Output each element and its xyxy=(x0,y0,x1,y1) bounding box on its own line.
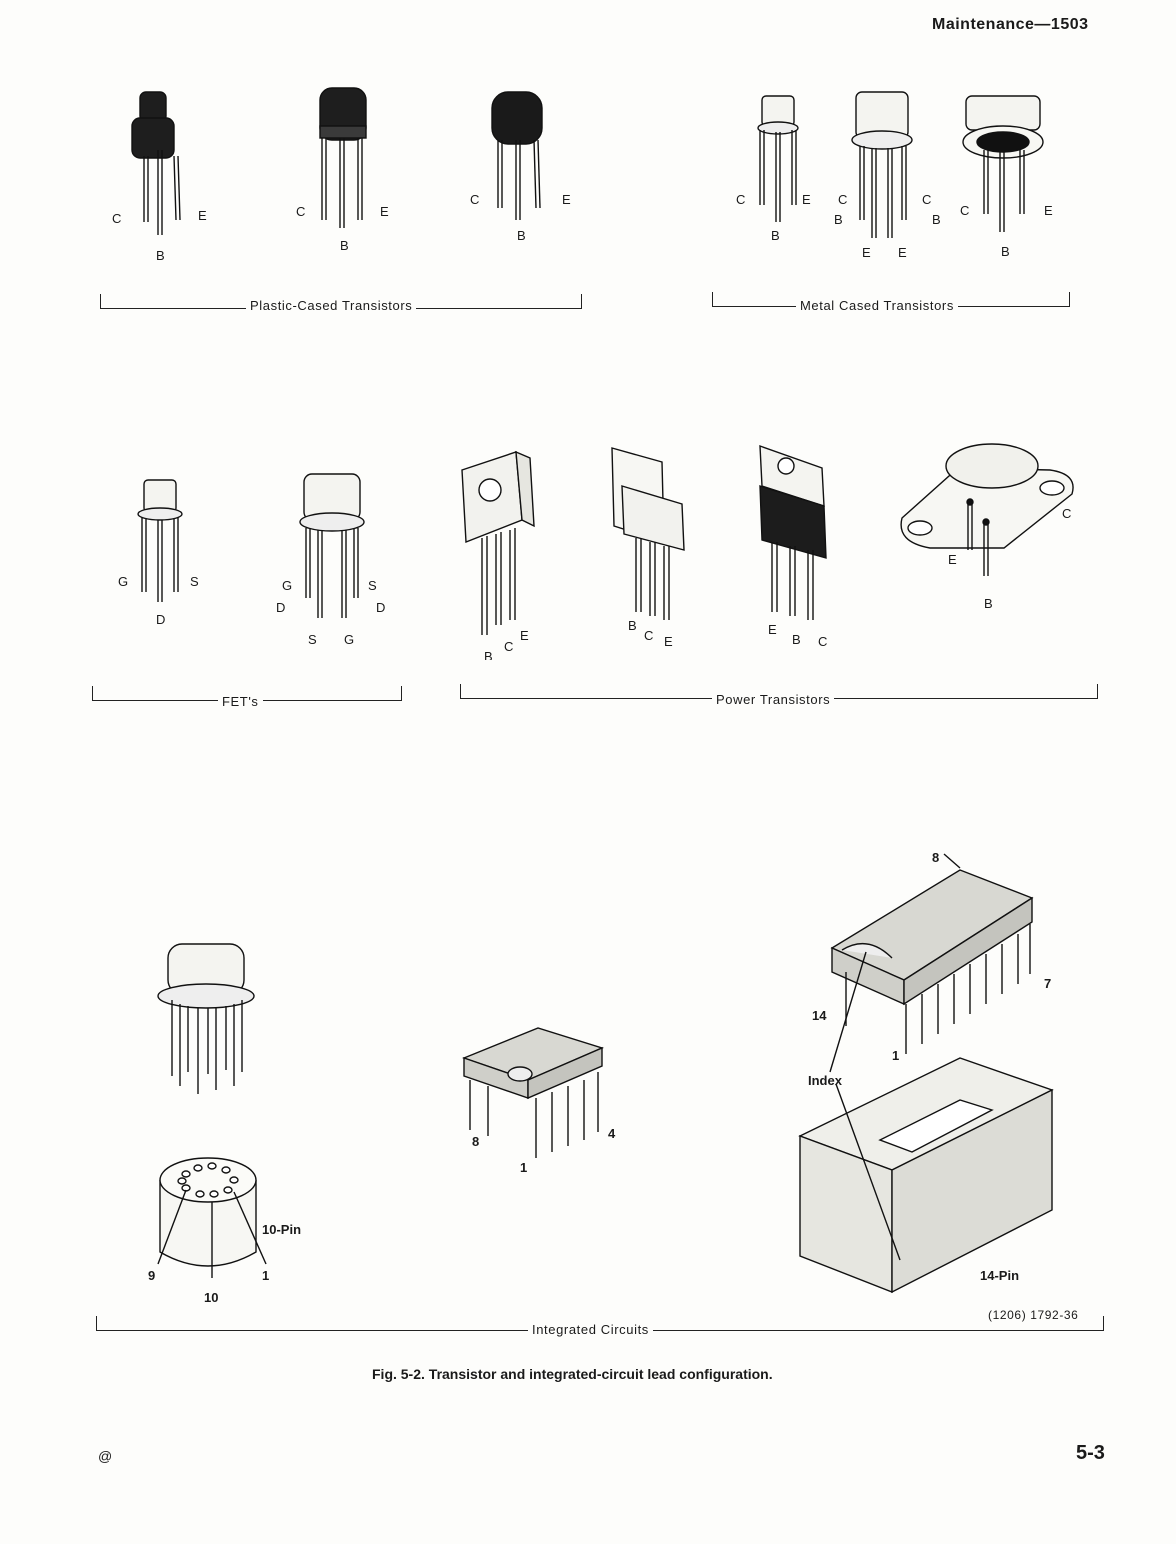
fet-1 xyxy=(137,479,183,602)
ic-14pin-socket xyxy=(798,1057,1054,1294)
m2-lead-b2: B xyxy=(932,212,941,227)
index-label: Index xyxy=(808,1073,843,1088)
figure-code: (1206) 1792-36 xyxy=(988,1308,1079,1322)
plastic-transistor-3 xyxy=(491,91,543,220)
p1-lead-e: E xyxy=(198,208,207,223)
metal-transistor-2 xyxy=(851,91,913,238)
p1-lead-b: B xyxy=(156,248,165,263)
dip14-pin-8: 8 xyxy=(932,850,939,865)
f1-lead-d: D xyxy=(156,612,165,627)
pw1-lead-b: B xyxy=(484,649,493,660)
can-pin-9: 9 xyxy=(148,1268,155,1283)
m2-lead-e1: E xyxy=(862,245,871,260)
p3-lead-c: C xyxy=(470,192,479,207)
group-label-metal: Metal Cased Transistors xyxy=(796,298,958,313)
f2-lead-s2: S xyxy=(308,632,317,647)
p3-lead-e: E xyxy=(562,192,571,207)
m1-lead-e: E xyxy=(802,192,811,207)
power-transistor-2 xyxy=(611,447,685,620)
dip14-pin-7: 7 xyxy=(1044,976,1051,991)
group-label-plastic: Plastic-Cased Transistors xyxy=(246,298,417,313)
pw1-lead-c: C xyxy=(504,639,513,654)
f2-lead-d2: D xyxy=(376,600,385,615)
can-label-10pin: 10-Pin xyxy=(262,1222,301,1237)
footer-symbol: @ xyxy=(98,1448,113,1464)
pw3-lead-c: C xyxy=(818,634,827,649)
power-transistor-1 xyxy=(461,450,535,635)
dip14-pin-1: 1 xyxy=(892,1048,899,1063)
running-head: Maintenance—1503 xyxy=(932,16,1089,33)
f1-lead-g: G xyxy=(118,574,128,589)
dip8-pin-1: 1 xyxy=(520,1160,527,1175)
pw3-lead-b: B xyxy=(792,632,801,647)
f2-lead-g: G xyxy=(282,578,292,593)
ic-10pin-can-side xyxy=(157,943,255,1094)
fet-2 xyxy=(299,473,365,618)
plastic-transistor-1 xyxy=(131,91,181,235)
f2-lead-d1: D xyxy=(276,600,285,615)
dip8-pin-4: 4 xyxy=(608,1126,616,1141)
m2-lead-b1: B xyxy=(834,212,843,227)
m2-lead-c2: C xyxy=(922,192,931,207)
p3-lead-b: B xyxy=(517,228,526,243)
group-label-ics: Integrated Circuits xyxy=(528,1322,653,1337)
m3-lead-b: B xyxy=(1001,244,1010,259)
group-label-power: Power Transistors xyxy=(712,692,835,707)
pw2-lead-b: B xyxy=(628,618,637,633)
power-transistor-4 xyxy=(900,443,1074,576)
pw4-lead-e: E xyxy=(948,552,957,567)
m3-lead-e: E xyxy=(1044,203,1053,218)
pw1-lead-e: E xyxy=(520,628,529,643)
f2-lead-g2: G xyxy=(344,632,354,647)
m1-lead-b: B xyxy=(771,228,780,243)
row2-drawings: G S D G S D D S G B C E B C E E B C C E … xyxy=(118,443,1074,660)
pw4-lead-c: C xyxy=(1062,506,1071,521)
m2-lead-c1: C xyxy=(838,192,847,207)
row3-drawings: 10-Pin 9 10 1 8 1 4 8 7 14 1 Index 14-Pi… xyxy=(148,850,1054,1305)
socket-label-14pin: 14-Pin xyxy=(980,1268,1019,1283)
pw2-lead-e: E xyxy=(664,634,673,649)
m3-lead-c: C xyxy=(960,203,969,218)
pw2-lead-c: C xyxy=(644,628,653,643)
metal-transistor-3 xyxy=(962,95,1044,232)
figure-caption: Fig. 5-2. Transistor and integrated-circ… xyxy=(372,1366,773,1382)
ic-8pin-dip xyxy=(462,1027,605,1158)
ic-10pin-can-bottom xyxy=(157,1157,267,1278)
plastic-transistor-2 xyxy=(319,87,367,228)
pw4-lead-b: B xyxy=(984,596,993,611)
p2-lead-e: E xyxy=(380,204,389,219)
page-number: 5-3 xyxy=(1076,1442,1105,1464)
dip14-pin-14: 14 xyxy=(812,1008,827,1023)
ic-14pin-dip xyxy=(829,853,1034,1073)
can-pin-1: 1 xyxy=(262,1268,269,1283)
p2-lead-b: B xyxy=(340,238,349,253)
pw3-lead-e: E xyxy=(768,622,777,637)
power-transistor-3 xyxy=(759,444,827,620)
f1-lead-s: S xyxy=(190,574,199,589)
m2-lead-e2: E xyxy=(898,245,907,260)
p1-lead-c: C xyxy=(112,211,121,226)
group-label-fets: FET's xyxy=(218,694,263,709)
p2-lead-c: C xyxy=(296,204,305,219)
row1-drawings: C E B C E B C E B C E B C C B B E E C E … xyxy=(112,87,1053,263)
metal-transistor-1 xyxy=(757,95,799,222)
f2-lead-s1: S xyxy=(368,578,377,593)
can-pin-10: 10 xyxy=(204,1290,218,1305)
m1-lead-c: C xyxy=(736,192,745,207)
dip8-pin-8: 8 xyxy=(472,1134,479,1149)
